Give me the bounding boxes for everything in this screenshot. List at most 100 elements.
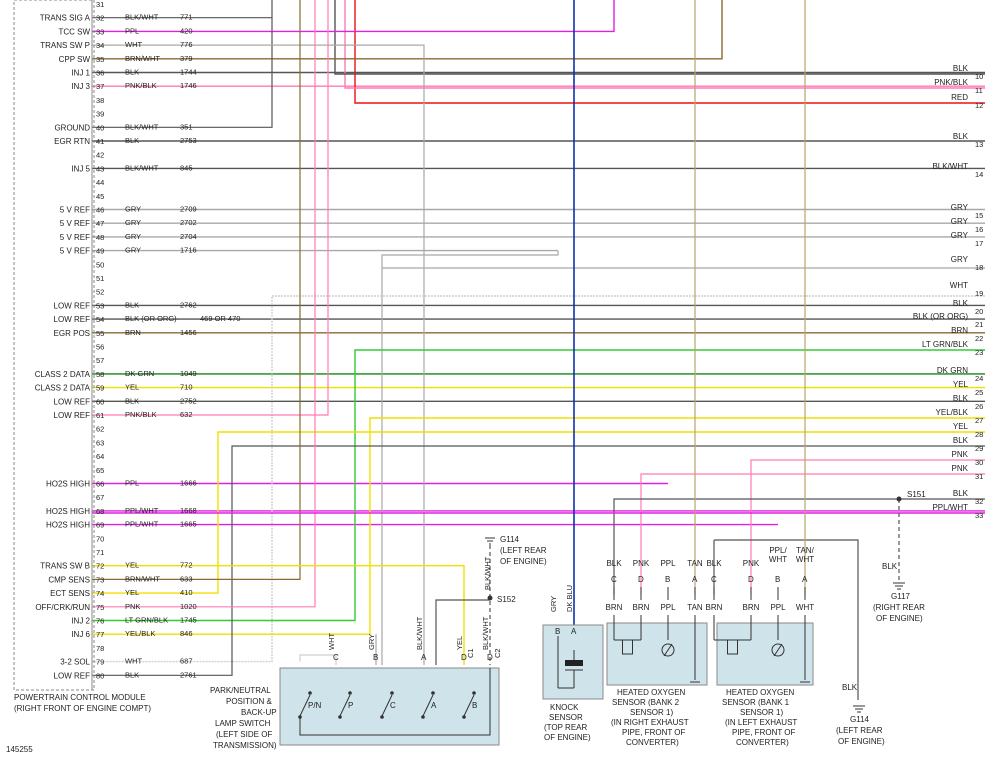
pnp-contact-pivot: [298, 715, 302, 719]
pcm-pin-label: OFF/CRK/RUN: [35, 603, 90, 612]
pnp-pin-letter: D: [487, 653, 493, 662]
pcm-pin-number: 46: [96, 206, 104, 215]
pcm-wire-color: PNK: [125, 602, 140, 611]
pcm-pin-label: TRANS SIG A: [40, 14, 91, 23]
pcm-pin-label: LOW REF: [54, 301, 91, 310]
pcm-wire-color: BLK: [125, 396, 139, 405]
ho2s-b2-label-1: HEATED OXYGEN: [617, 688, 686, 697]
right-wire-color: GRY: [951, 217, 969, 226]
right-wire-number: 31: [975, 472, 983, 481]
ho2s-b2-label-2: SENSOR (BANK 2: [612, 698, 680, 707]
pcm-pin-number: 60: [96, 397, 104, 406]
right-wire-number: 21: [975, 320, 983, 329]
g114-bottom-loc2: OF ENGINE): [838, 737, 885, 746]
ho2s-top-wire-color: PNK: [633, 559, 650, 568]
right-wire-color: DK GRN: [937, 366, 968, 375]
pcm-pin-label: CLASS 2 DATA: [35, 384, 91, 393]
ho2s-sensing-element: [661, 643, 675, 657]
right-wire-color: BRN: [951, 326, 968, 335]
ho2s-b1-label-2: SENSOR (BANK 1: [722, 698, 790, 707]
pcm-circuit-number: 633: [180, 574, 193, 583]
pcm-location: (RIGHT FRONT OF ENGINE COMPT): [14, 704, 151, 713]
pcm-circuit-number: 1746: [180, 81, 197, 90]
pcm-circuit-number: 1668: [180, 506, 197, 515]
g114-bottom-loc1: (LEFT REAR: [836, 726, 883, 735]
pcm-pin-number: 58: [96, 370, 104, 379]
pcm-wire-color: BLK/WHT: [125, 13, 159, 22]
pcm-pin-number: 37: [96, 82, 104, 91]
pcm-pin-label: LOW REF: [54, 397, 91, 406]
ho2s-bottom-wire-color: PPL: [770, 603, 786, 612]
pcm-pin-label: TCC SW: [58, 27, 90, 36]
ho2s-bottom-wire-color: BRN: [606, 603, 623, 612]
g117-blk-label: BLK: [882, 562, 898, 571]
pcm-circuit-number: 1456: [180, 328, 197, 337]
pnp-contact-blade: [339, 694, 351, 717]
pcm-pin-number: 57: [96, 356, 104, 365]
pcm-circuit-number: 351: [180, 122, 193, 131]
pcm-pin-number: 42: [96, 151, 104, 160]
right-wire-number: 23: [975, 348, 983, 357]
right-wire-number: 13: [975, 140, 983, 149]
right-wire-number: 17: [975, 239, 983, 248]
pcm-pin-number: 55: [96, 329, 104, 338]
pcm-pin-label: 5 V REF: [60, 233, 90, 242]
pcm-pin-number: 47: [96, 219, 104, 228]
right-wire-color: GRY: [951, 231, 969, 240]
pnp-label-3: BACK-UP: [241, 708, 277, 717]
pcm-pin-number: 48: [96, 233, 104, 242]
pcm-circuit-number: 2752: [180, 396, 197, 405]
pnp-pin-wire-color: BLK/WHT: [481, 616, 490, 650]
right-wire-number: 19: [975, 289, 983, 298]
right-wire-number: 24: [975, 374, 983, 383]
pcm-pin-label: 5 V REF: [60, 247, 90, 256]
pcm-pin-label: HO2S HIGH: [46, 507, 90, 516]
g117-loc1: (RIGHT REAR: [873, 603, 925, 612]
knock-label-1: KNOCK: [550, 703, 579, 712]
pcm-circuit-number: 1666: [180, 479, 197, 488]
ho2s-top-wire-color: TAN: [687, 559, 703, 568]
ho2s-pin-letter: A: [802, 575, 808, 584]
g117-name: G117: [891, 592, 911, 601]
ho2s-top-wire-color: PNK: [743, 559, 760, 568]
right-wire-color: BLK/WHT: [932, 162, 968, 171]
ho2s-top-wire-color: BLK: [706, 559, 722, 568]
pcm-pin-label: INJ 2: [71, 617, 90, 626]
pcm-circuit-number: 1665: [180, 520, 197, 529]
pcm-pin-number: 62: [96, 425, 104, 434]
pcm-pin-label: GROUND: [54, 123, 90, 132]
pcm-pin-number: 59: [96, 384, 104, 393]
pcm-wire-color: BRN/WHT: [125, 54, 160, 63]
pcm-wire-color: PPL: [125, 479, 139, 488]
pcm-pin-number: 53: [96, 301, 104, 310]
pnp-position-label: P: [348, 701, 353, 710]
pcm-wire-color: GRY: [125, 218, 141, 227]
pcm-pin-label: INJ 6: [71, 630, 90, 639]
pcm-circuit-number: 410: [180, 588, 193, 597]
pcm-circuit-number: 771: [180, 13, 193, 22]
right-wire-color: YEL/BLK: [936, 408, 969, 417]
pcm-wire-color: GRY: [125, 205, 141, 214]
pcm-circuit-number: 2704: [180, 232, 197, 241]
wire-wht-19: [92, 295, 985, 663]
pcm-circuit-number: 1744: [180, 68, 197, 77]
knock-wire-color: DK BLU: [565, 585, 574, 612]
knock-pin-letter: A: [571, 627, 577, 636]
ho2s-top-wire-color: WHT: [796, 555, 814, 564]
right-wire-number: 14: [975, 170, 983, 179]
pcm-circuit-number: 420: [180, 26, 193, 35]
right-wire-number: 20: [975, 307, 983, 316]
ground-g117-icon: [893, 582, 905, 590]
pcm-pin-number: 43: [96, 164, 104, 173]
s152-wire-label: BLK/WHT: [483, 556, 492, 590]
pcm-wire-color: PNK/BLK: [125, 410, 157, 419]
pcm-pin-label: CPP SW: [59, 55, 91, 64]
pnp-pin-wire-color: GRY: [367, 634, 376, 650]
wire-pnk-30: [750, 459, 985, 595]
right-wire-color: GRY: [951, 203, 969, 212]
pcm-pin-number: 44: [96, 178, 104, 187]
pcm-pin-number: 31: [96, 0, 104, 9]
ho2s-b2-label-6: CONVERTER): [626, 738, 679, 747]
